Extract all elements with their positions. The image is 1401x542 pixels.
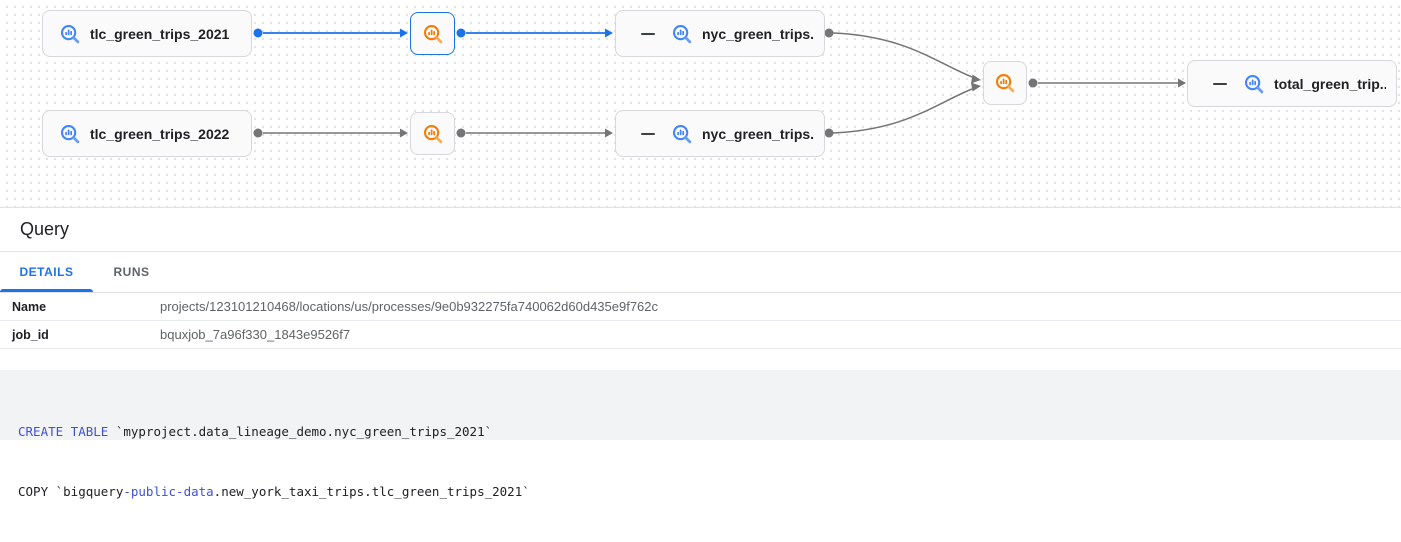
collapse-minus-icon[interactable] bbox=[641, 32, 655, 35]
tab-details-label: DETAILS bbox=[19, 265, 74, 279]
lineage-node-job-2[interactable] bbox=[410, 112, 455, 155]
lineage-node-tlc-green-trips-2021[interactable]: tlc_green_trips_2021 bbox=[42, 10, 252, 57]
panel-tabs: DETAILS RUNS bbox=[0, 252, 1401, 293]
tab-runs[interactable]: RUNS bbox=[93, 252, 170, 292]
tab-runs-label: RUNS bbox=[113, 265, 150, 279]
lineage-node-nyc-green-trips-2022[interactable]: nyc_green_trips... bbox=[615, 110, 825, 157]
lineage-node-tlc-green-trips-2022[interactable]: tlc_green_trips_2022 bbox=[42, 110, 252, 157]
bigquery-table-icon bbox=[1244, 74, 1264, 93]
node-label: nyc_green_trips... bbox=[702, 125, 814, 142]
row-key: job_id bbox=[12, 327, 49, 342]
table-row-name: Name projects/123101210468/locations/us/… bbox=[0, 293, 1401, 321]
row-value: bquxjob_7a96f330_1843e9526f7 bbox=[160, 327, 351, 342]
lineage-node-total-green-trips[interactable]: total_green_trip... bbox=[1187, 60, 1397, 107]
collapse-minus-icon[interactable] bbox=[1213, 82, 1227, 85]
details-table: Name projects/123101210468/locations/us/… bbox=[0, 293, 1401, 349]
bigquery-job-icon bbox=[423, 24, 442, 43]
sql-keyword: CREATE TABLE bbox=[18, 424, 109, 439]
sql-line: CREATE TABLE `myproject.data_lineage_dem… bbox=[18, 422, 1391, 442]
sql-code-block: CREATE TABLE `myproject.data_lineage_dem… bbox=[0, 370, 1401, 499]
tab-details[interactable]: DETAILS bbox=[0, 252, 93, 292]
lineage-node-job-merge[interactable] bbox=[983, 61, 1027, 105]
lineage-node-nyc-green-trips-2021[interactable]: nyc_green_trips... bbox=[615, 10, 825, 57]
panel-header: Query bbox=[0, 208, 1401, 252]
bigquery-table-icon bbox=[672, 24, 692, 43]
node-label: nyc_green_trips... bbox=[702, 25, 814, 42]
row-key: Name bbox=[12, 299, 47, 314]
node-label: tlc_green_trips_2021 bbox=[90, 25, 230, 42]
sql-line: COPY `bigquery-public-data.new_york_taxi… bbox=[18, 482, 1391, 502]
bigquery-job-icon bbox=[995, 73, 1015, 93]
collapse-minus-icon[interactable] bbox=[641, 132, 655, 135]
node-label: tlc_green_trips_2022 bbox=[90, 125, 230, 142]
panel-title: Query bbox=[20, 219, 70, 239]
sql-keyword: -public-data bbox=[123, 484, 214, 499]
bigquery-table-icon bbox=[60, 24, 80, 43]
sql-text: COPY `bigquery bbox=[18, 484, 124, 499]
bigquery-job-icon bbox=[423, 124, 442, 143]
lineage-canvas[interactable]: tlc_green_trips_2021 nyc_green_trips... … bbox=[0, 0, 1401, 208]
lineage-node-job-1-selected[interactable] bbox=[410, 12, 455, 55]
table-row-job-id: job_id bquxjob_7a96f330_1843e9526f7 bbox=[0, 321, 1401, 349]
lineage-edges bbox=[253, 28, 1186, 138]
sql-text: `myproject.data_lineage_demo.nyc_green_t… bbox=[108, 424, 493, 439]
details-panel: Query DETAILS RUNS Name projects/1231012… bbox=[0, 208, 1401, 499]
node-label: total_green_trip... bbox=[1274, 75, 1386, 92]
bigquery-table-icon bbox=[672, 124, 692, 143]
bigquery-table-icon bbox=[60, 124, 80, 143]
row-value: projects/123101210468/locations/us/proce… bbox=[160, 299, 659, 314]
sql-text: .new_york_taxi_trips.tlc_green_trips_202… bbox=[213, 484, 530, 499]
